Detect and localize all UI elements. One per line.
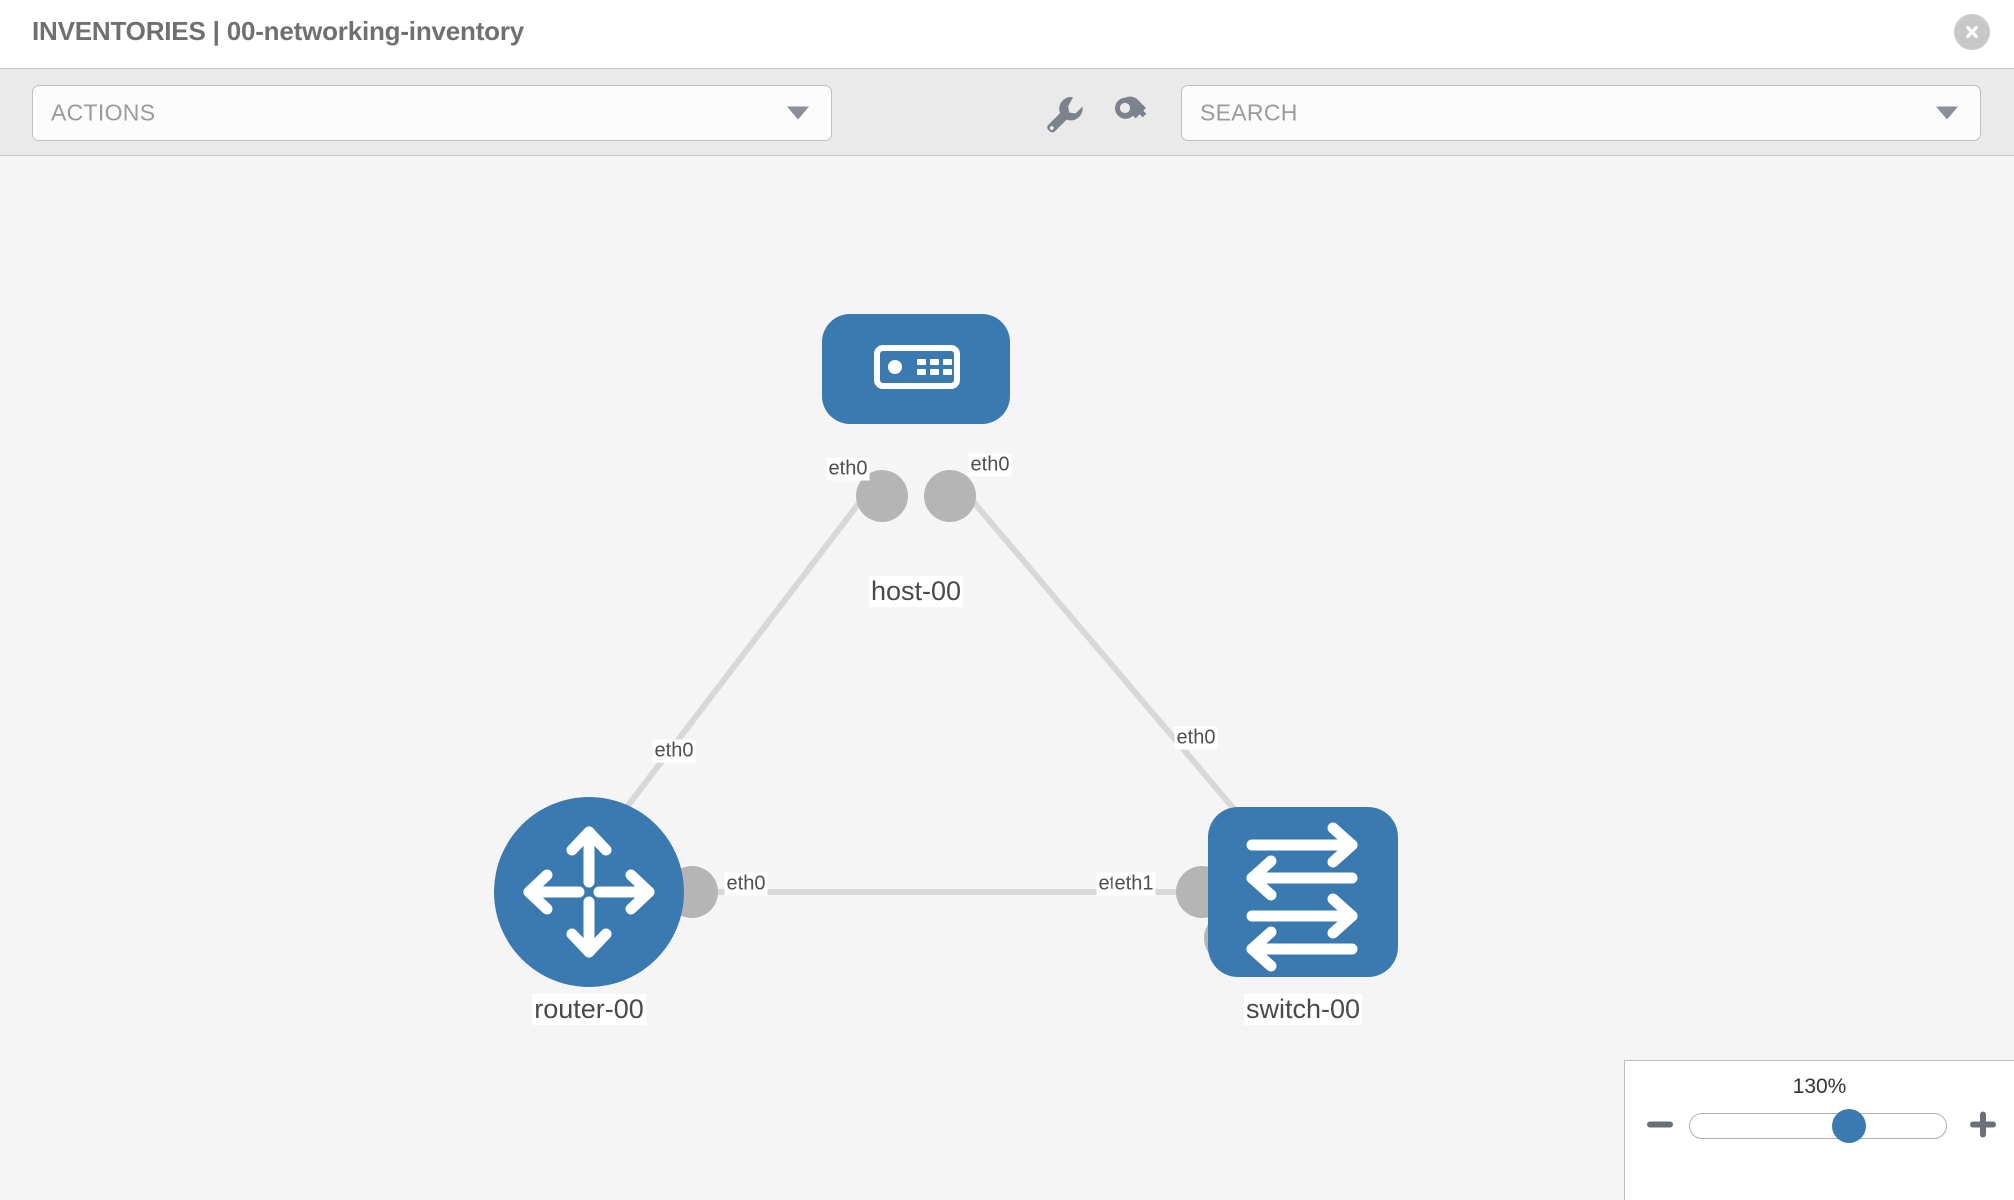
zoom-slider-handle[interactable]	[1831, 1109, 1866, 1143]
search-input[interactable]: SEARCH	[1181, 85, 1981, 141]
zoom-percent-label: 130%	[1792, 1075, 1847, 1098]
server-icon	[874, 345, 960, 389]
edge-label-switch-eth1: eth1	[1112, 872, 1156, 896]
node-switch-00	[1208, 807, 1398, 977]
key-icon[interactable]	[1108, 91, 1154, 135]
edge-host00-router00	[617, 484, 875, 818]
endpoint-nub	[856, 470, 908, 522]
topology-graph	[494, 314, 1398, 987]
zoom-out-button[interactable]	[1643, 1107, 1677, 1141]
node-router-00	[494, 797, 684, 987]
zoom-slider[interactable]	[1689, 1109, 1947, 1143]
close-icon[interactable]	[1954, 14, 1990, 50]
search-placeholder: SEARCH	[1200, 99, 1298, 126]
page-header: INVENTORIES | 00-networking-inventory	[0, 0, 2014, 68]
zoom-control-panel: 130%	[1624, 1060, 2014, 1200]
node-host-00	[822, 314, 1010, 424]
edge-label-host-eth0-left: eth0	[826, 457, 870, 481]
topology-edges	[617, 484, 1243, 895]
edge-host00-switch00	[957, 484, 1243, 818]
edge-label-host-eth0-right: eth0	[968, 453, 1012, 477]
page-title: INVENTORIES | 00-networking-inventory	[32, 16, 525, 46]
actions-dropdown-label: ACTIONS	[51, 99, 156, 126]
node-label-switch-00: switch-00	[1243, 994, 1363, 1025]
switch-arrows-icon	[1246, 822, 1358, 972]
node-label-router-00: router-00	[532, 994, 646, 1025]
edge-label-router-eth0-up: eth0	[652, 739, 696, 763]
zoom-in-button[interactable]	[1966, 1107, 2000, 1141]
chevron-down-icon	[1936, 106, 1958, 120]
toolbar: ACTIONS SEARCH	[0, 68, 2014, 156]
chevron-down-icon	[787, 106, 809, 120]
wrench-icon[interactable]	[1040, 91, 1086, 135]
edge-label-switch-eth0-up: eth0	[1174, 726, 1218, 750]
endpoint-nub	[924, 470, 976, 522]
edge-label-router-eth0: eth0	[724, 872, 768, 896]
router-arrows-icon	[523, 826, 655, 958]
node-label-host-00: host-00	[868, 576, 964, 607]
topology-canvas[interactable]: host-00 router-00 switch-00 eth0 eth0 et…	[0, 156, 2014, 1200]
actions-dropdown[interactable]: ACTIONS	[32, 85, 832, 141]
